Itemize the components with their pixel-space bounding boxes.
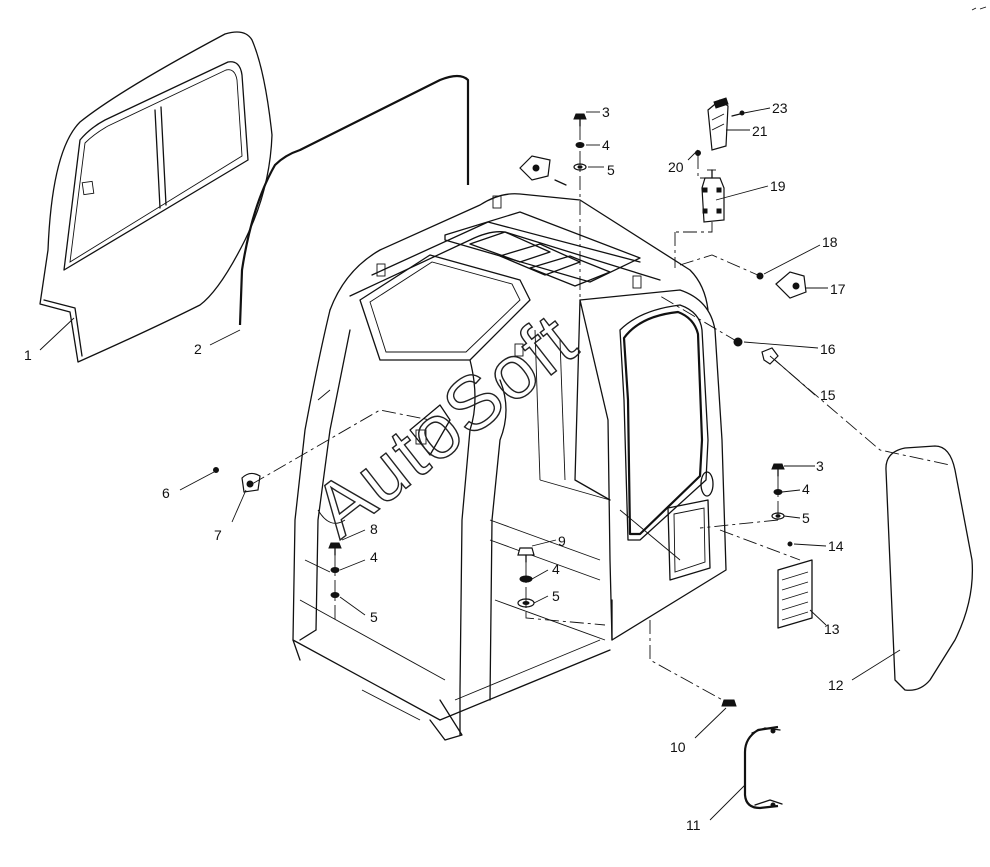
callout-2: 2 xyxy=(194,341,202,357)
assembly-centerlines xyxy=(251,126,951,704)
callout-8: 8 xyxy=(370,521,378,537)
callout-5-right: 5 xyxy=(802,510,810,526)
handrail xyxy=(743,725,783,810)
leader-lines xyxy=(39,107,901,821)
callout-4-top: 4 xyxy=(602,137,610,153)
callout-3-right: 3 xyxy=(816,458,824,474)
callout-23: 23 xyxy=(772,100,788,116)
callout-3-top: 3 xyxy=(602,104,610,120)
corner-mark xyxy=(971,6,987,11)
cab-frame xyxy=(292,193,727,741)
callout-15: 15 xyxy=(820,387,836,403)
callout-1: 1 xyxy=(24,347,32,363)
callout-4-center: 4 xyxy=(552,561,560,577)
callout-13: 13 xyxy=(824,621,840,637)
callout-19: 19 xyxy=(770,178,786,194)
watermark-text: AutoSoft xyxy=(298,297,593,553)
callout-4-left: 4 xyxy=(370,549,378,565)
callout-14: 14 xyxy=(828,538,844,554)
callout-7: 7 xyxy=(214,527,222,543)
callout-18: 18 xyxy=(822,234,838,250)
callout-16: 16 xyxy=(820,341,836,357)
callout-17: 17 xyxy=(830,281,846,297)
callout-4-right: 4 xyxy=(802,481,810,497)
callout-9: 9 xyxy=(558,533,566,549)
door-seal-strip xyxy=(238,74,470,326)
callout-10: 10 xyxy=(670,739,686,755)
callout-5-top: 5 xyxy=(607,162,615,178)
rear-glass-panel xyxy=(885,445,974,691)
callout-20: 20 xyxy=(668,159,684,175)
callout-labels: 1 2 3 4 5 6 7 8 4 5 9 4 5 10 11 12 13 14… xyxy=(24,100,846,833)
callout-5-center: 5 xyxy=(552,588,560,604)
callout-21: 21 xyxy=(752,123,768,139)
callout-11: 11 xyxy=(686,817,701,833)
callout-5-left: 5 xyxy=(370,609,378,625)
door-assembly xyxy=(39,31,273,363)
callout-12: 12 xyxy=(828,677,844,693)
vent-grille xyxy=(777,559,813,629)
callout-6: 6 xyxy=(162,485,170,501)
